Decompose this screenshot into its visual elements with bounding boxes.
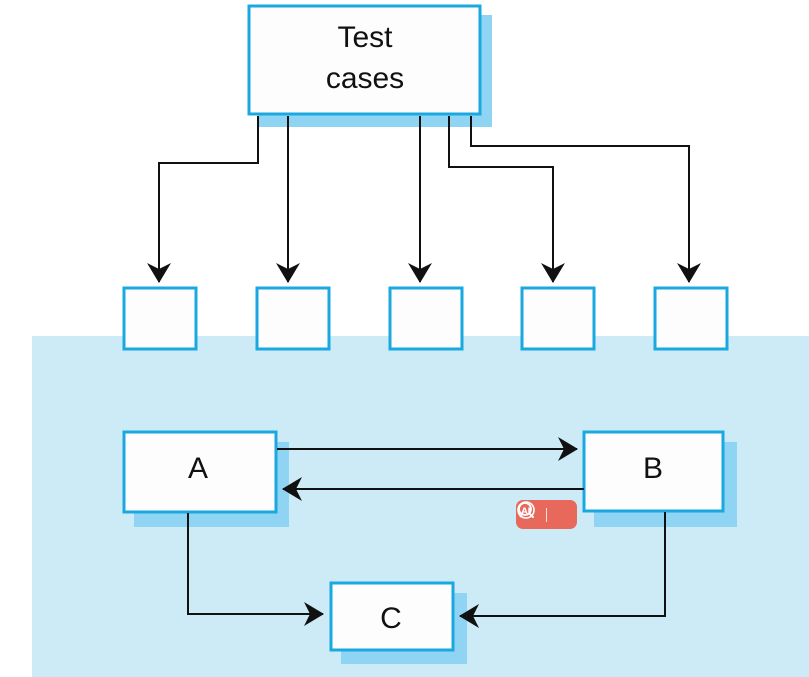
node-a-label: A — [188, 452, 208, 485]
node-b-label: B — [643, 452, 663, 485]
target-box-4 — [520, 286, 596, 351]
search-icon[interactable] — [518, 502, 573, 525]
node-b-frame — [582, 430, 725, 513]
node-a: A — [122, 430, 289, 527]
test-cases-label-line1: Test — [337, 21, 393, 54]
arrow-to-target-1 — [147, 116, 259, 283]
arrow-a-to-c — [187, 513, 324, 626]
node-c-label: C — [380, 602, 402, 635]
test-cases-label-line2: cases — [326, 62, 404, 95]
search-icon-glyph — [518, 502, 534, 518]
target-box-2 — [255, 286, 331, 351]
floating-toolbar: AI — [516, 500, 577, 529]
toolbar-separator — [546, 507, 547, 522]
arrow-b-to-c — [459, 512, 666, 628]
node-c: C — [329, 581, 467, 664]
node-c-frame — [329, 581, 455, 652]
node-b: B — [582, 430, 737, 527]
arrow-to-target-5 — [470, 116, 701, 283]
test-cases-box: Test cases — [247, 4, 492, 127]
target-box-1 — [122, 286, 198, 351]
arrow-to-target-4 — [448, 116, 565, 283]
target-box-5 — [653, 286, 729, 351]
box-frame — [247, 4, 482, 116]
svg-text:AI: AI — [521, 507, 530, 516]
target-box-3 — [388, 286, 464, 351]
node-a-frame — [122, 430, 278, 514]
